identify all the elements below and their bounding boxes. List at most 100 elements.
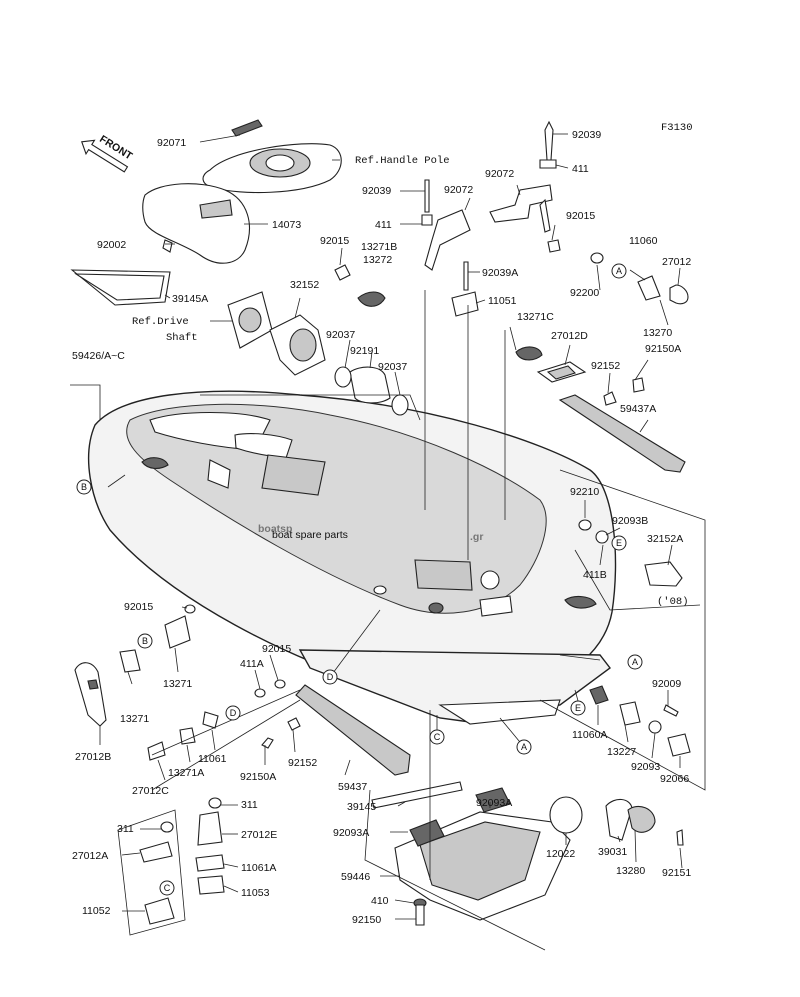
label-11061a: 11061A: [241, 862, 276, 874]
label-13270: 13270: [643, 327, 672, 339]
label-13271b: 13271B: [361, 241, 397, 253]
callout-a-top: A: [616, 266, 622, 276]
callout-a-bottom: A: [521, 742, 527, 752]
label-311-b: 311: [117, 823, 134, 835]
ref-drive-shaft-line1: Ref.Drive: [132, 316, 189, 328]
callout-circles: B A E A E A C D B D C: [76, 263, 643, 896]
label-92191: 92191: [350, 345, 379, 357]
watermark-domain: .gr: [470, 531, 483, 543]
label-311-a: 311: [241, 799, 258, 811]
callout-d-hull: D: [327, 672, 334, 682]
label-27012a: 27012A: [72, 850, 108, 862]
label-27012e: 27012E: [241, 829, 277, 841]
label-411-a: 411: [572, 163, 589, 175]
rail-59437A: [558, 394, 686, 473]
callout-circle-d-hull: [322, 669, 338, 685]
callout-c-left: C: [164, 883, 171, 893]
label-92037-a: 92037: [326, 329, 355, 341]
label-13271-b: 13271: [120, 713, 149, 725]
label-13271-a: 13271: [163, 678, 192, 690]
label-92150a-a: 92150A: [645, 343, 681, 355]
label-92093a-b: 92093A: [333, 827, 369, 839]
label-13271c: 13271C: [517, 311, 554, 323]
callout-circle-c-left: [159, 880, 175, 896]
handle-pole-cover: [202, 119, 342, 194]
left-lower-parts: [74, 604, 411, 776]
label-27012b: 27012B: [75, 751, 111, 763]
label-92066: 92066: [660, 773, 689, 785]
callout-b-left: B: [142, 636, 148, 646]
label-27012: 27012: [662, 256, 691, 268]
note-08: ('08): [657, 596, 689, 608]
label-92151: 92151: [662, 867, 691, 879]
label-11053: 11053: [241, 887, 270, 899]
label-411b: 411B: [583, 569, 607, 581]
label-32152a: 32152A: [647, 533, 683, 545]
watermark-brand: boatsp: [258, 523, 292, 535]
part-labels: F3130 92071 92039 Ref.Handle Pole 411 92…: [72, 122, 693, 926]
right-top-fittings: [547, 239, 689, 406]
callout-c-hull: C: [434, 732, 441, 742]
callout-circle-a-hull: [627, 654, 643, 670]
callout-circle-a-top: [611, 263, 627, 279]
watermark-tagline: boat spare parts: [272, 529, 348, 541]
label-92210: 92210: [570, 486, 599, 498]
label-92039-b: 92039: [362, 185, 391, 197]
callout-circle-c-hull: [429, 729, 445, 745]
label-92015-c: 92015: [124, 601, 153, 613]
outline-boxes: [70, 290, 706, 951]
label-92150a-b: 92150A: [240, 771, 276, 783]
label-92039-a: 92039: [572, 129, 601, 141]
front-arrow: FRONT: [81, 133, 135, 173]
label-12022: 12022: [546, 848, 575, 860]
leader-lines: [99, 133, 683, 920]
label-92015-a: 92015: [566, 210, 595, 222]
label-92093b: 92093B: [612, 515, 648, 527]
label-92009: 92009: [652, 678, 681, 690]
label-11052: 11052: [82, 905, 111, 917]
label-32152: 32152: [290, 279, 319, 291]
label-92150: 92150: [352, 914, 381, 926]
seat: [142, 183, 250, 264]
label-92152-b: 92152: [288, 757, 317, 769]
label-92200: 92200: [570, 287, 599, 299]
callout-circle-b-left: [137, 633, 153, 649]
callout-circle-b-hull: [76, 479, 92, 495]
top-brackets: [334, 120, 587, 383]
hull-body: [88, 390, 617, 725]
label-92072-b: 92072: [485, 168, 514, 180]
label-92072-a: 92072: [444, 184, 473, 196]
drive-shaft-seal: [70, 269, 171, 306]
ref-handle-pole: Ref.Handle Pole: [355, 155, 450, 167]
label-92152-a: 92152: [591, 360, 620, 372]
label-92037-b: 92037: [378, 361, 407, 373]
label-11061: 11061: [198, 753, 227, 765]
callout-d-left: D: [230, 708, 237, 718]
ref-drive-shaft-line2: Shaft: [166, 332, 198, 344]
label-39031: 39031: [598, 846, 627, 858]
bearing-holder: [227, 291, 409, 416]
callout-circle-e-top: [611, 535, 627, 551]
callout-circle-d-left: [225, 705, 241, 721]
label-92015-b: 92015: [320, 235, 349, 247]
label-13280: 13280: [616, 865, 645, 877]
label-11060a: 11060A: [572, 729, 607, 741]
label-13272: 13272: [363, 254, 392, 266]
bottom-grate-and-fittings: [371, 781, 684, 926]
callout-b-hull: B: [81, 482, 87, 492]
label-59426: 59426/A~C: [72, 350, 125, 362]
callout-a-hull: A: [632, 657, 638, 667]
callout-e-top: E: [616, 538, 622, 548]
label-59437a: 59437A: [620, 403, 656, 415]
label-13271a: 13271A: [168, 767, 204, 779]
label-92015-d: 92015: [262, 643, 291, 655]
label-13227: 13227: [607, 746, 636, 758]
label-59437: 59437: [338, 781, 367, 793]
label-39145: 39145: [347, 801, 376, 813]
label-59446: 59446: [341, 871, 370, 883]
label-410: 410: [371, 895, 389, 907]
label-27012d: 27012D: [551, 330, 588, 342]
callout-circle-a-bottom: [516, 739, 532, 755]
label-92093a-a: 92093A: [476, 797, 512, 809]
